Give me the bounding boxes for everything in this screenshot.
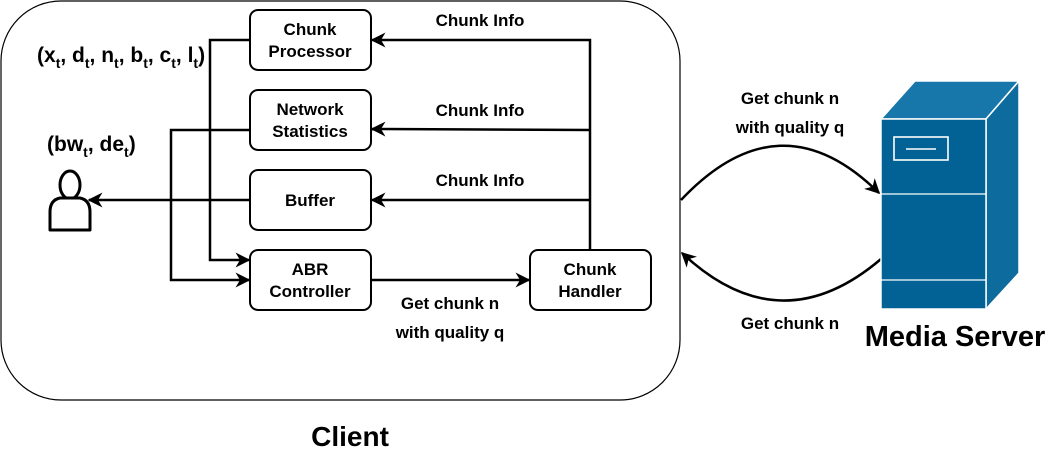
edge-handler-to-network xyxy=(370,121,591,137)
network-statistics-box xyxy=(249,89,372,151)
chunk-handler-box xyxy=(529,249,652,311)
edge-network-to-abr xyxy=(169,128,251,288)
network-statistics-label-1: Network xyxy=(276,100,344,119)
chunk-processor-label-1: Chunk xyxy=(284,20,337,39)
response-curve xyxy=(680,251,882,302)
abr-controller-label-2: Controller xyxy=(269,282,351,301)
user-icon xyxy=(48,169,92,232)
chunk-processor-label-2: Processor xyxy=(268,42,352,61)
chunk-processor-box xyxy=(249,9,372,71)
request-curve xyxy=(680,144,881,201)
server-to-client-label: Get chunk n xyxy=(741,314,839,333)
edge-handler-to-processor xyxy=(370,32,592,250)
server-icon xyxy=(879,78,1021,311)
chunk-handler-label-1: Chunk xyxy=(564,260,617,279)
abr-request-label-2: with quality q xyxy=(395,323,505,342)
chunk-info-label-1: Chunk Info xyxy=(436,11,525,30)
abr-request-label-1: Get chunk n xyxy=(401,294,499,313)
buffer-label: Buffer xyxy=(285,191,335,210)
client-to-server-label-1: Get chunk n xyxy=(741,89,839,108)
user-vector: (bwt, det) xyxy=(47,133,136,160)
abr-controller-box xyxy=(249,249,372,311)
client-title: Client xyxy=(311,421,389,452)
network-statistics-label-2: Statistics xyxy=(272,122,348,141)
abr-controller-label-1: ABR xyxy=(292,260,329,279)
buffer-box xyxy=(249,169,372,231)
client-to-server-label-2: with quality q xyxy=(735,118,845,137)
chunk-info-label-3: Chunk Info xyxy=(436,171,525,190)
edge-processor-to-abr xyxy=(208,38,251,268)
state-vector: (xt, dt, nt, bt, ct, lt) xyxy=(37,44,205,71)
chunk-handler-label-2: Handler xyxy=(558,282,622,301)
chunk-info-label-2: Chunk Info xyxy=(436,101,525,120)
media-server-title: Media Server xyxy=(865,321,1046,353)
